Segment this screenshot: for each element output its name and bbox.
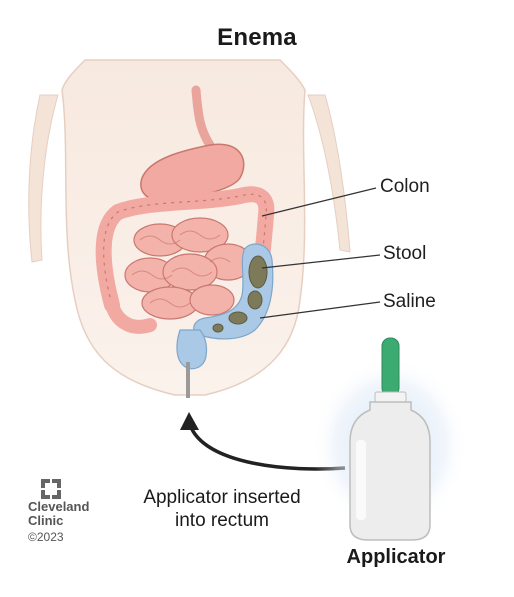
saline-label: Saline [383,291,436,312]
right-arm [307,94,351,253]
colon-callout-line [261,187,377,217]
colon-label: Colon [380,176,430,197]
left-arm [28,94,59,263]
diagram-title: Enema [217,24,297,51]
insertion-caption: Applicator inserted into rectum [132,486,312,532]
brand-copyright: ©2023 [28,530,64,544]
caption-line-1: Applicator inserted [143,487,301,508]
esophagus [191,85,215,150]
rectum [176,329,208,370]
cleveland-clinic-logo-icon [41,479,61,499]
stool [212,255,268,333]
brand-text: Cleveland Clinic ©2023 [28,499,90,545]
brand-line-2: Clinic [28,513,64,528]
applicator-label: Applicator [346,546,446,568]
applicator-nozzle [381,337,400,397]
applicator-collar [374,391,407,403]
arrow-head [180,412,199,430]
caption-line-2: into rectum [175,510,269,531]
stool-callout-line [261,254,381,269]
applicator-bottle [349,401,431,541]
brand-line-1: Cleveland [28,499,90,514]
saline-callout-line [259,301,381,319]
stool-label: Stool [383,243,427,264]
